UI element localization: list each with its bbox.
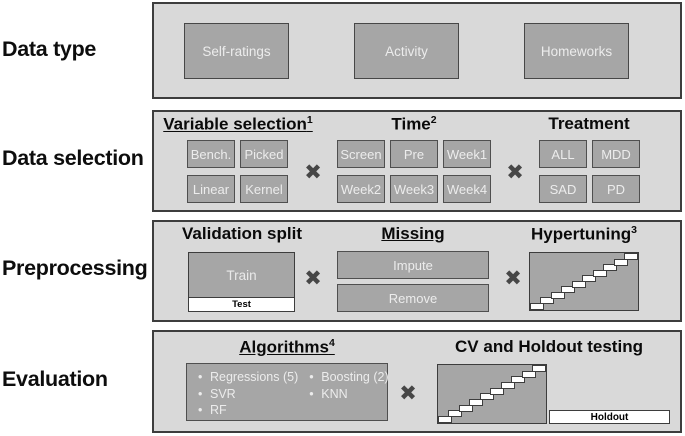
cv-fold-step (448, 410, 463, 418)
multiply-icon: ✖ (399, 382, 417, 405)
cv-fold-step (624, 253, 638, 260)
cv-fold-step (469, 399, 484, 406)
kernel-box: Kernel (240, 175, 288, 203)
pre-box: Pre (390, 140, 438, 168)
pd-box: PD (592, 175, 640, 203)
cv-fold-step (582, 275, 597, 283)
cv-fold-step (490, 387, 505, 395)
missing-header: Missing (381, 224, 445, 243)
holdout-bar: Holdout (549, 410, 670, 424)
bench-box: Bench. (187, 140, 235, 168)
row-label-data-selection: Data selection (2, 146, 144, 170)
cv-fold-step (540, 297, 555, 305)
mdd-box: MDD (592, 140, 640, 168)
impute-box: Impute (337, 251, 489, 279)
multiply-icon: ✖ (504, 267, 522, 290)
evaluation-cv-staircase-graphic (437, 364, 547, 424)
sad-box: SAD (539, 175, 587, 203)
remove-box: Remove (337, 284, 489, 312)
cv-fold-step (530, 303, 544, 310)
algorithm-item: RF (197, 402, 298, 419)
cv-fold-step (500, 382, 515, 389)
cv-fold-step (550, 291, 565, 299)
week4-box: Week4 (443, 175, 491, 203)
footnote-4: 4 (328, 337, 335, 349)
variable-selection-header-text: Variable selection (163, 114, 307, 134)
validation-split-header: Validation split (182, 224, 302, 243)
data-type-panel: Self-ratings Activity Homeworks (152, 2, 682, 99)
time-header: Time2 (391, 114, 436, 135)
week3-box: Week3 (390, 175, 438, 203)
hypertuning-header-text: Hypertuning (531, 224, 632, 244)
algorithm-item: Regressions (5) (197, 369, 298, 386)
algorithm-item: Boosting (2) (308, 369, 388, 386)
cv-fold-step (561, 286, 576, 294)
multiply-icon: ✖ (304, 267, 322, 290)
row-label-data-type: Data type (2, 37, 97, 61)
treatment-grid: ALL MDD SAD PD (539, 140, 640, 203)
week2-box: Week2 (337, 175, 385, 203)
row-label-preprocessing: Preprocessing (2, 256, 148, 280)
treatment-header: Treatment (548, 114, 630, 133)
cv-fold-step (613, 258, 628, 266)
linear-box: Linear (187, 175, 235, 203)
evaluation-panel: Algorithms4 Regressions (5) SVR RF Boost… (152, 330, 682, 433)
cv-fold-step (458, 404, 473, 412)
cv-fold-step (479, 393, 494, 401)
cv-fold-step (438, 416, 452, 423)
row-label-evaluation: Evaluation (2, 367, 108, 391)
all-box: ALL (539, 140, 587, 168)
cv-fold-step (511, 376, 526, 384)
footnote-2: 2 (430, 114, 437, 126)
variable-selection-header: Variable selection1 (163, 114, 312, 135)
algorithms-column-1: Regressions (5) SVR RF (187, 369, 298, 420)
cv-fold-step (521, 370, 536, 378)
multiply-icon: ✖ (506, 161, 524, 184)
train-area: Train (189, 253, 294, 297)
footnote-1: 1 (306, 114, 313, 126)
cv-fold-step (571, 280, 586, 288)
algorithms-column-2: Boosting (2) KNN (298, 369, 388, 420)
hypertuning-cv-staircase-graphic (529, 252, 639, 311)
activity-box: Activity (354, 23, 459, 79)
homeworks-box: Homeworks (524, 23, 629, 79)
self-ratings-box: Self-ratings (184, 23, 289, 79)
screen-box: Screen (337, 140, 385, 168)
variable-selection-grid: Bench. Picked Linear Kernel (187, 140, 288, 203)
preprocessing-panel: Validation split Train Test ✖ Missing Im… (152, 220, 682, 322)
cv-fold-step (592, 269, 607, 277)
cv-holdout-header: CV and Holdout testing (455, 337, 643, 356)
algorithms-header: Algorithms4 (239, 337, 335, 358)
time-grid: Screen Pre Week1 Week2 Week3 Week4 (337, 140, 491, 203)
algorithm-item: SVR (197, 386, 298, 403)
week1-box: Week1 (443, 140, 491, 168)
cv-fold-step (532, 365, 546, 372)
algorithm-item: KNN (308, 386, 388, 403)
time-header-text: Time (391, 114, 431, 134)
picked-box: Picked (240, 140, 288, 168)
validation-split-box: Train Test (188, 252, 295, 312)
data-selection-panel: Variable selection1 Bench. Picked Linear… (152, 110, 682, 212)
footnote-3: 3 (631, 224, 637, 236)
cv-fold-step (603, 264, 618, 272)
test-strip: Test (189, 297, 294, 311)
multiply-icon: ✖ (304, 161, 322, 184)
hypertuning-header: Hypertuning3 (531, 224, 637, 245)
algorithms-box: Regressions (5) SVR RF Boosting (2) KNN (186, 363, 389, 421)
algorithms-header-text: Algorithms (239, 337, 329, 357)
